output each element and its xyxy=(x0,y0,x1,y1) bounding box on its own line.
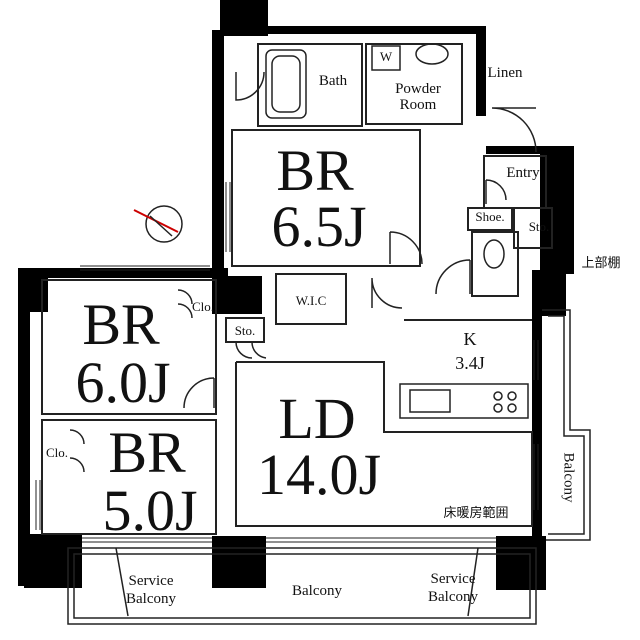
wall-top xyxy=(248,26,478,34)
column-bottom-right xyxy=(496,536,546,590)
balcony-bottom-outline xyxy=(67,547,537,625)
wall-left xyxy=(18,268,30,586)
column-bottom-mid xyxy=(212,536,266,588)
kitchen-sink xyxy=(409,389,451,413)
wall-bedroom-top xyxy=(18,268,228,278)
balcony-right-label: Balcony xyxy=(560,452,577,503)
column-right xyxy=(532,270,566,316)
br2-name: BR xyxy=(82,292,160,357)
powder-label-2: Room xyxy=(399,97,437,113)
toilet-outline xyxy=(471,231,519,297)
sto-outline xyxy=(225,317,265,343)
br2-size: 6.0J xyxy=(75,350,171,415)
clo-br3-label: Clo. xyxy=(45,445,69,460)
entry-outline xyxy=(483,155,547,209)
column-mid xyxy=(212,276,262,314)
br3-outline xyxy=(41,419,217,535)
compass-icon xyxy=(133,205,183,243)
fixtures xyxy=(265,43,529,419)
mid-sto-label: Sto. xyxy=(234,323,256,338)
interior-walls xyxy=(41,43,553,535)
washer-label: W xyxy=(379,49,393,64)
kitchen-size: 3.4J xyxy=(455,353,485,373)
wall-right-upper xyxy=(476,26,486,116)
bath-outline xyxy=(257,43,363,127)
toilet xyxy=(483,239,505,269)
powder-label-1: Powder xyxy=(395,81,441,97)
wall-entry-top xyxy=(486,146,546,154)
service-balcony-left-2: Balcony xyxy=(126,591,176,607)
door-br1 xyxy=(389,231,423,265)
br3-name: BR xyxy=(108,420,186,485)
door-sto xyxy=(235,341,267,359)
door-br2 xyxy=(183,377,215,409)
ld-name: LD xyxy=(278,386,356,451)
kitchen-counter xyxy=(399,383,529,419)
clo-br2-label: Clo. xyxy=(191,299,215,314)
wall-right-living xyxy=(532,314,542,542)
service-balcony-right-2: Balcony xyxy=(428,589,478,605)
powder-outline xyxy=(365,43,463,125)
service-balcony-right-1: Service xyxy=(430,571,476,587)
linen-label: Linen xyxy=(487,65,523,81)
ld-outline xyxy=(235,361,533,527)
balcony-right-inner xyxy=(548,315,585,535)
ld-size: 14.0J xyxy=(256,442,382,507)
door-clo-br3 xyxy=(69,429,85,473)
doors xyxy=(69,71,537,473)
balcony-right-outline xyxy=(542,309,591,541)
balcony-bottom-inner xyxy=(73,553,531,619)
washer-box xyxy=(371,45,401,71)
door-hall xyxy=(435,259,471,295)
balconies xyxy=(67,309,591,625)
bathtub-inner xyxy=(271,55,301,113)
br3-size: 5.0J xyxy=(102,478,198,543)
br1-name: BR xyxy=(276,138,354,203)
door-clo-br2 xyxy=(177,289,193,319)
balcony-bottom-label: Balcony xyxy=(292,583,342,599)
sink xyxy=(415,43,449,65)
kitchen-name: K xyxy=(463,329,477,349)
door-bath xyxy=(235,71,265,101)
entry-label: Entry xyxy=(506,165,540,181)
br2-outline xyxy=(41,279,217,415)
door-ld xyxy=(371,277,403,309)
entry-sto-label: Sto. xyxy=(528,219,550,234)
windows xyxy=(35,182,539,543)
bathtub xyxy=(265,49,307,119)
wic-outline xyxy=(275,273,347,325)
exterior-walls xyxy=(18,0,574,590)
floor-heating-label: 床暖房範囲 xyxy=(443,505,509,520)
door-shoe xyxy=(485,179,507,204)
column-bottom-left xyxy=(24,534,82,588)
door-entry xyxy=(491,107,537,153)
wall-left-upper xyxy=(212,30,224,290)
stove-burners xyxy=(493,391,517,413)
service-balcony-left-1: Service xyxy=(128,573,174,589)
wic-label: W.I.C xyxy=(295,293,327,308)
column-left-mid xyxy=(18,268,48,312)
br1-size: 6.5J xyxy=(271,194,367,259)
br1-outline xyxy=(231,129,421,267)
bath-label: Bath xyxy=(318,73,348,89)
upper-cabinet-label: 上部棚 xyxy=(581,255,621,270)
shoe-label: Shoe. xyxy=(475,209,505,224)
